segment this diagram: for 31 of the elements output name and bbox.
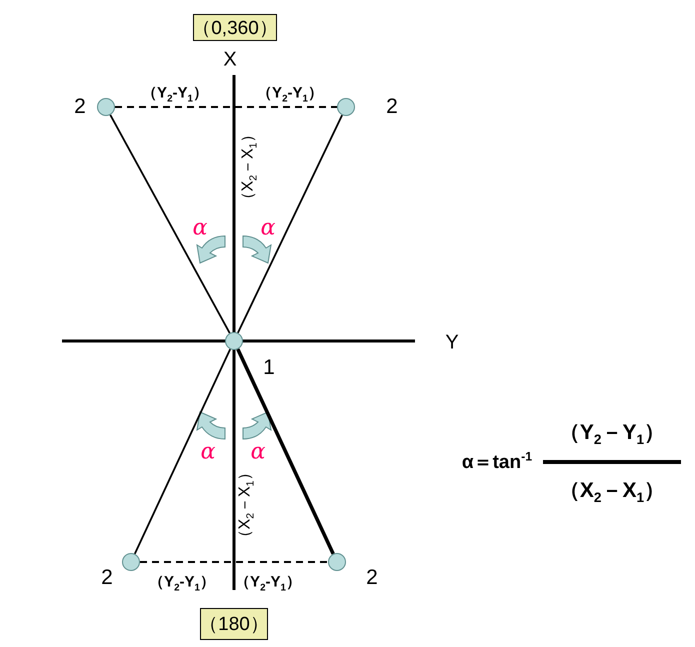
- dashed-line: [115, 106, 337, 108]
- point-label: 2: [386, 95, 398, 119]
- difference-label: （Y$_{2}$-Y$_{1}$）: [149, 572, 215, 592]
- line: [110, 114, 230, 334]
- point-marker: [97, 98, 115, 116]
- point-marker: [225, 332, 243, 350]
- point-marker: [122, 553, 140, 571]
- point-label: 2: [101, 566, 113, 590]
- angle-label: α: [192, 216, 208, 240]
- point-label: 1: [263, 356, 275, 380]
- point-marker: [328, 553, 346, 571]
- value-box: （0,360）: [193, 14, 277, 41]
- point-marker: [337, 98, 355, 116]
- angle-label: α: [250, 440, 266, 464]
- fraction-term: （Y$_{2}$－Y$_{1}$）: [558, 420, 666, 446]
- axis-label: Y: [445, 332, 459, 354]
- angle-label: α: [260, 216, 276, 240]
- axis-label: X: [223, 48, 237, 72]
- difference-label: （Y$_{2}$-Y$_{1}$）: [235, 572, 301, 592]
- fraction-term: （X$_{2}$－X$_{1}$）: [558, 478, 666, 504]
- difference-label: （Y$_{2}$-Y$_{1}$）: [142, 84, 208, 102]
- line: [236, 348, 335, 555]
- point-label: 2: [366, 566, 378, 590]
- line: [237, 114, 343, 334]
- value-box: （180）: [200, 608, 268, 640]
- difference-label: （Y$_{2}$-Y$_{1}$）: [257, 84, 323, 102]
- angle-label: α: [200, 440, 216, 464]
- line: [134, 348, 232, 554]
- point-label: 2: [74, 95, 86, 119]
- formula-text: α＝tan$^{-1}$: [462, 449, 532, 475]
- dashed-line: [140, 561, 328, 563]
